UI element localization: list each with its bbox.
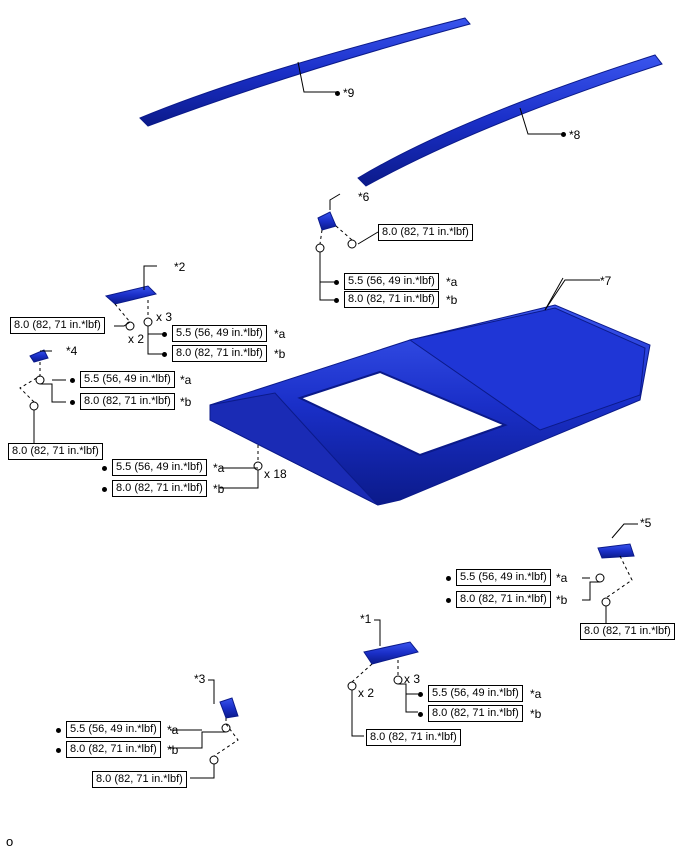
bullet-dot (418, 692, 423, 697)
suffix-b: *b (530, 707, 542, 721)
bullet-dot (70, 378, 75, 383)
footer-code: o (6, 834, 14, 849)
torque-box: 8.0 (82, 71 in.*lbf) (456, 591, 551, 608)
label-part-6: *6 (358, 190, 370, 204)
bullet-dot (102, 487, 107, 492)
torque-box: 5.5 (56, 49 in.*lbf) (80, 371, 175, 388)
torque-box: 8.0 (82, 71 in.*lbf) (66, 741, 161, 758)
suffix-b: *b (213, 482, 225, 496)
torque-box: 5.5 (56, 49 in.*lbf) (456, 569, 551, 586)
bullet-dot (162, 332, 167, 337)
label-part-9: *9 (343, 86, 355, 100)
suffix-a: *a (556, 571, 568, 585)
quantity: x 3 (404, 672, 421, 686)
torque-box: 8.0 (82, 71 in.*lbf) (344, 291, 439, 308)
suffix-a: *a (180, 373, 192, 387)
bracket-part-4 (29, 349, 49, 363)
suffix-b: *b (274, 347, 286, 361)
suffix-a: *a (274, 327, 286, 341)
bullet-dot (446, 576, 451, 581)
quantity: x 2 (128, 332, 145, 346)
suffix-a: *a (530, 687, 542, 701)
label-part-1: *1 (360, 612, 372, 626)
suffix-b: *b (446, 293, 458, 307)
bracket-part-2 (104, 285, 157, 305)
torque-box: 5.5 (56, 49 in.*lbf) (344, 273, 439, 290)
bracket-part-3 (219, 697, 239, 719)
leader-lines (33, 61, 638, 779)
torque-box: 8.0 (82, 71 in.*lbf) (378, 224, 473, 241)
suffix-a: *a (167, 723, 179, 737)
torque-box: 8.0 (82, 71 in.*lbf) (112, 480, 207, 497)
label-part-4: *4 (66, 344, 78, 358)
bullet-dot (102, 466, 107, 471)
torque-box: 8.0 (82, 71 in.*lbf) (580, 623, 675, 640)
torque-box: 8.0 (82, 71 in.*lbf) (366, 729, 461, 746)
bullet-dot (56, 748, 61, 753)
bullet-dot (446, 598, 451, 603)
torque-box: 8.0 (82, 71 in.*lbf) (10, 317, 105, 334)
rail-part-8 (357, 54, 663, 187)
label-part-3: *3 (194, 672, 206, 686)
torque-box: 5.5 (56, 49 in.*lbf) (172, 325, 267, 342)
quantity: x 3 (156, 310, 173, 324)
rail-part-9 (139, 17, 471, 127)
torque-box: 8.0 (82, 71 in.*lbf) (8, 443, 103, 460)
sunroof-frame-part-7 (209, 304, 651, 506)
bracket-part-1 (363, 641, 419, 665)
quantity: x 18 (264, 467, 287, 481)
bullet-dot (56, 728, 61, 733)
torque-box: 5.5 (56, 49 in.*lbf) (66, 721, 161, 738)
bullet-dot (334, 280, 339, 285)
bullet-dot (70, 400, 75, 405)
suffix-b: *b (167, 743, 179, 757)
suffix-b: *b (556, 593, 568, 607)
bullet-dot (335, 91, 340, 96)
label-part-2: *2 (174, 260, 186, 274)
bullet-dot (334, 298, 339, 303)
suffix-a: *a (446, 275, 458, 289)
bullet-dot (418, 712, 423, 717)
bullet-dot (162, 352, 167, 357)
quantity: x 2 (358, 686, 375, 700)
torque-box: 5.5 (56, 49 in.*lbf) (112, 459, 207, 476)
label-part-5: *5 (640, 516, 652, 530)
torque-box: 8.0 (82, 71 in.*lbf) (172, 345, 267, 362)
torque-box: 8.0 (82, 71 in.*lbf) (428, 705, 523, 722)
torque-box: 8.0 (82, 71 in.*lbf) (92, 771, 187, 788)
torque-box: 5.5 (56, 49 in.*lbf) (428, 685, 523, 702)
suffix-a: *a (213, 461, 225, 475)
bracket-part-6 (317, 211, 337, 231)
suffix-b: *b (180, 395, 192, 409)
bracket-part-5 (597, 543, 635, 559)
label-part-8: *8 (569, 128, 581, 142)
dashed-lines (19, 225, 633, 757)
torque-box: 8.0 (82, 71 in.*lbf) (80, 393, 175, 410)
bullet-dot (561, 132, 566, 137)
label-part-7: *7 (600, 274, 612, 288)
